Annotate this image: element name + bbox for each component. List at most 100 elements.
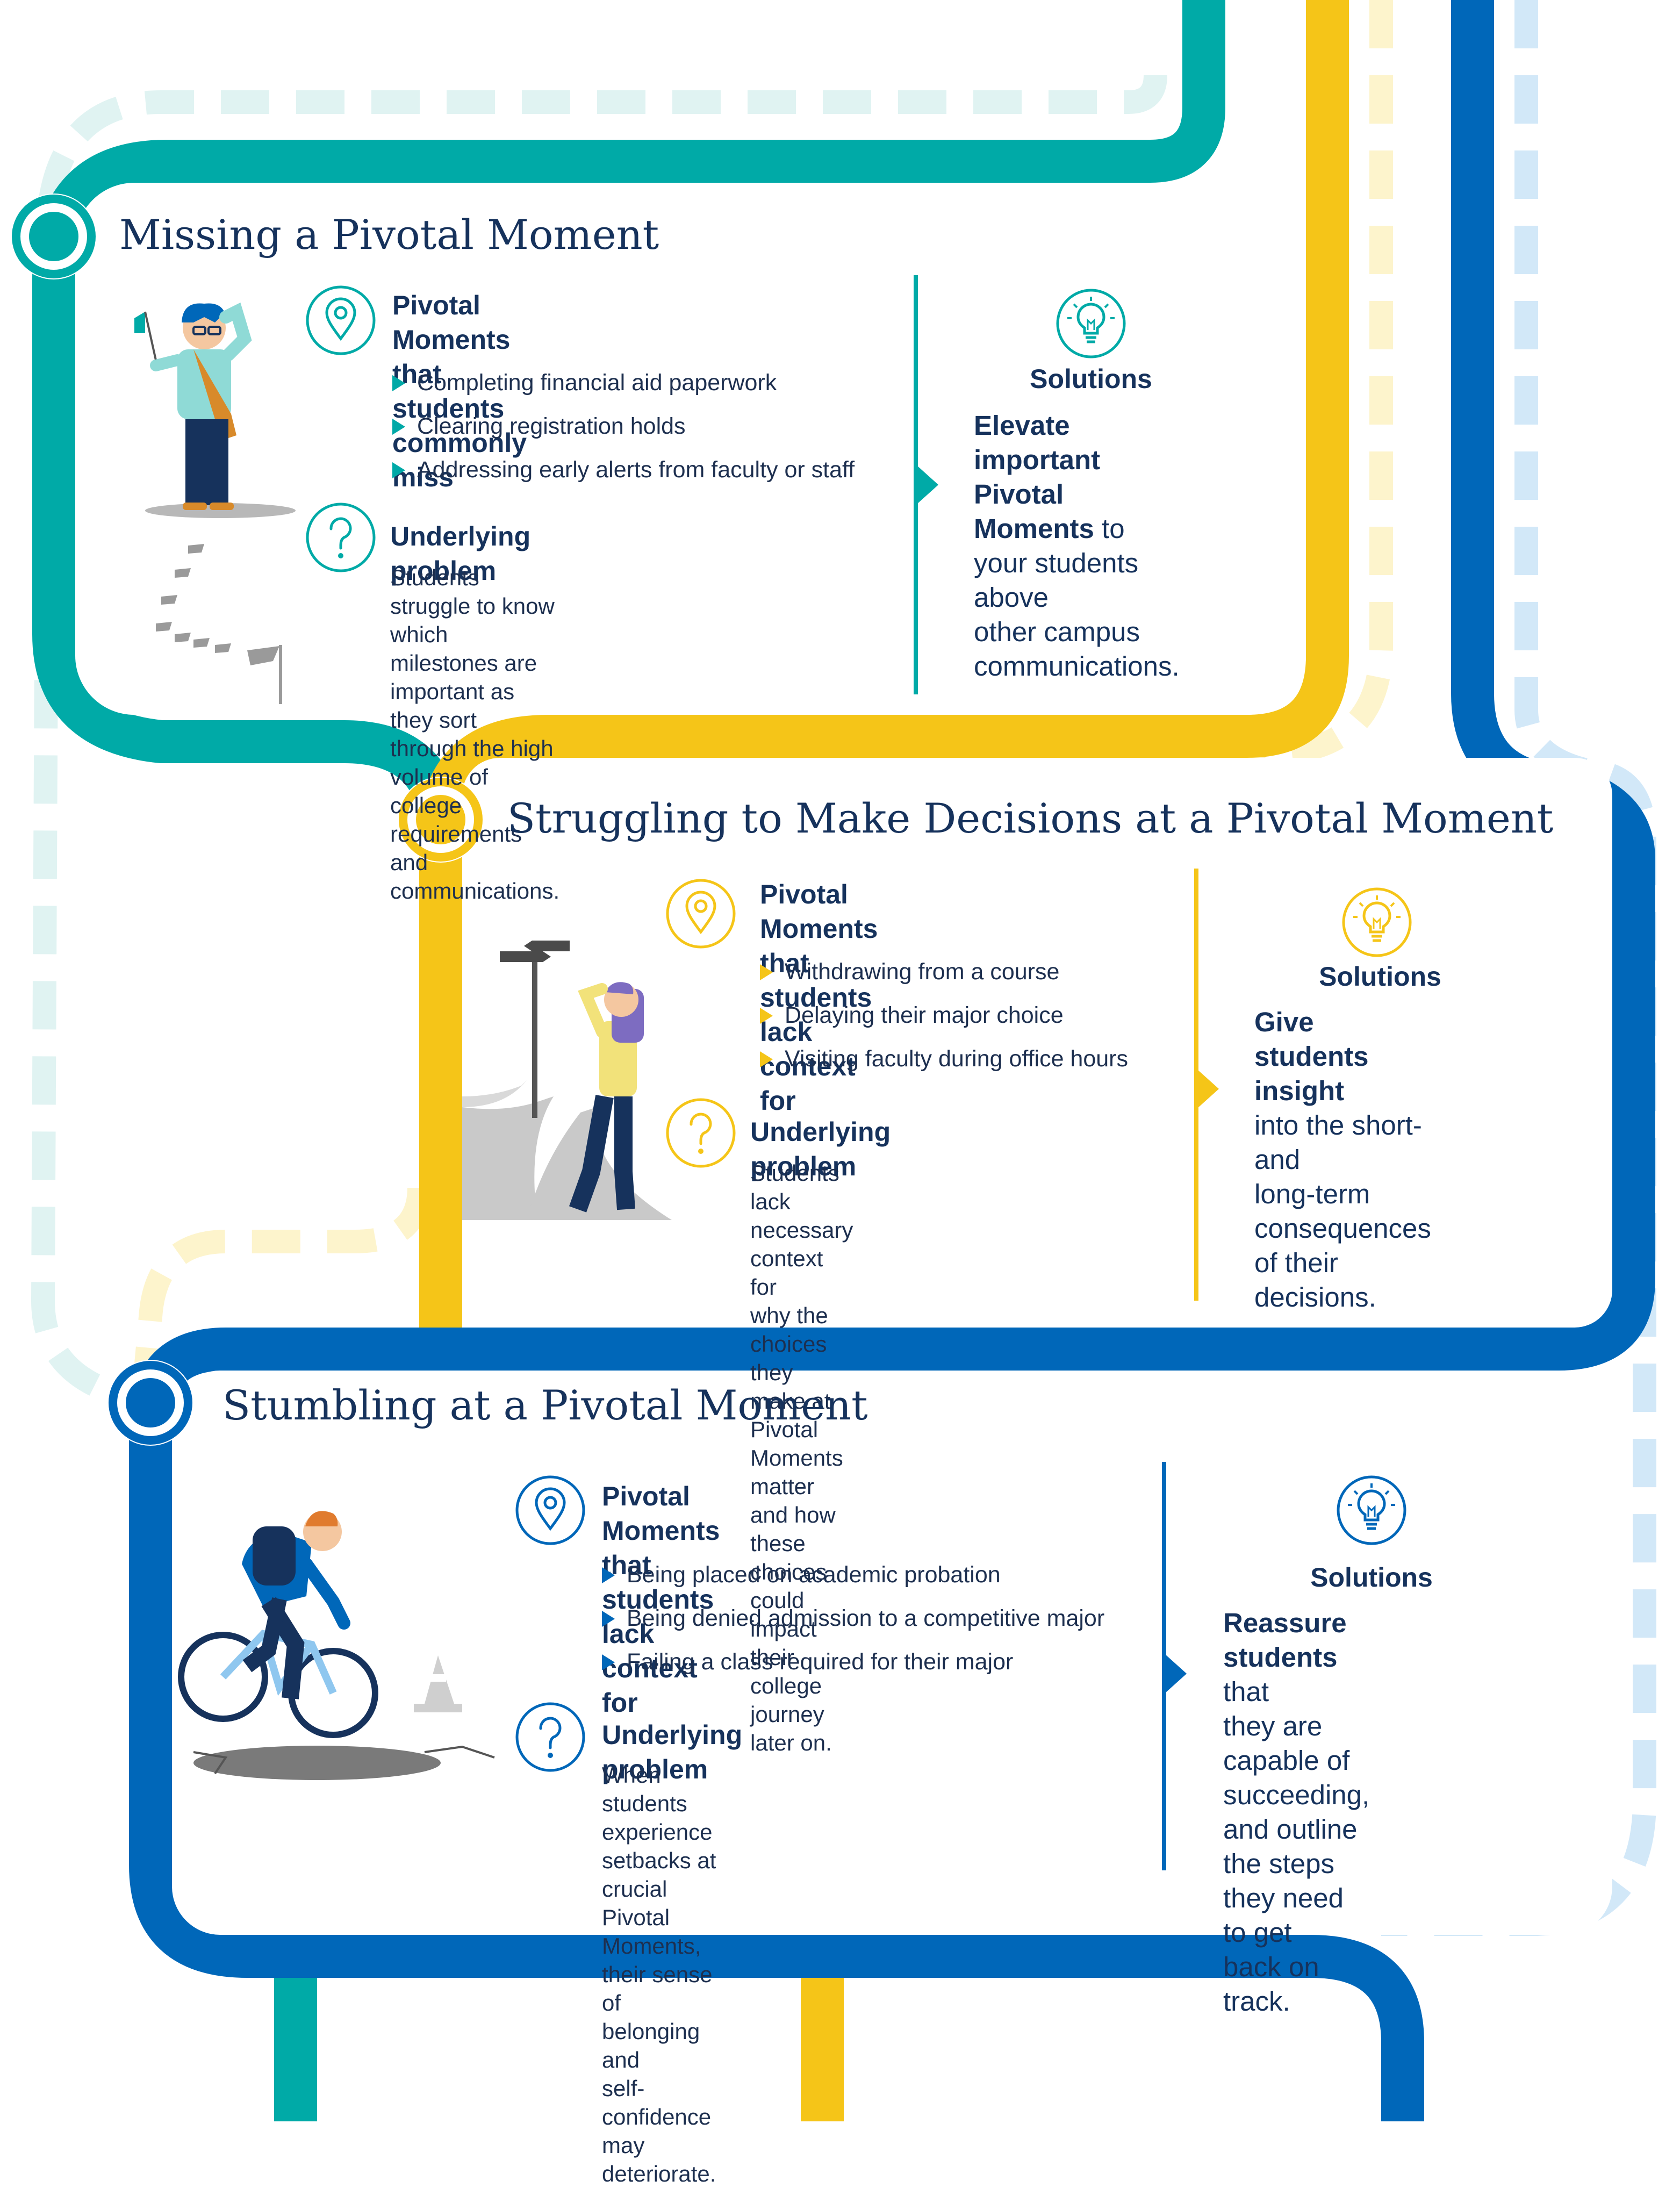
list-item: Addressing early alerts from faculty or …: [392, 456, 855, 499]
solution-line: they are capable of: [1223, 1711, 1350, 1776]
list-item-text: Addressing early alerts from faculty or …: [417, 457, 855, 483]
section-2-title: Struggling to Make Decisions at a Pivota…: [507, 794, 1554, 842]
solution-line: into the short- and: [1254, 1110, 1422, 1175]
section-3-problem-text: When students experience setbacks at cru…: [602, 1761, 716, 2188]
section-1-solution-text: Elevate important Pivotal Moments to you…: [974, 408, 1180, 684]
solution-line: long-term consequences: [1254, 1179, 1431, 1244]
station-blue: [107, 1360, 193, 1446]
list-item: Being placed on academic probation: [602, 1561, 1104, 1604]
map-pin-icon: [666, 879, 736, 949]
solution-line: of their decisions.: [1254, 1247, 1376, 1312]
solution-bold-text: Give students insight: [1254, 1007, 1369, 1106]
student-at-crossroads-illustration: [462, 941, 672, 1220]
section-1-moments-heading-line2: students commonly miss: [392, 393, 527, 492]
section-1-problem-text: Students struggle to know which mileston…: [390, 563, 559, 905]
section-3-moments-list: Being placed on academic probation Being…: [602, 1561, 1104, 1691]
problem-line: Pivotal Moments, their sense of belongin…: [602, 1905, 713, 2072]
problem-line: self-confidence may deteriorate.: [602, 2076, 716, 2186]
section-2-problem-text: Students lack necessary context for why …: [750, 1159, 853, 1757]
lightbulb-icon: [1056, 289, 1126, 358]
section-1-moments-list: Completing financial aid paperwork Clear…: [392, 369, 855, 499]
section-3-divider: [1162, 1462, 1166, 1870]
list-item: Clearing registration holds: [392, 412, 855, 456]
solution-line: other campus: [974, 616, 1140, 647]
map-pin-icon: [306, 285, 376, 355]
solution-line: communications.: [974, 651, 1180, 681]
list-item: Withdrawing from a course: [760, 958, 1128, 1001]
list-item: Completing financial aid paperwork: [392, 369, 855, 412]
triangle-bullet-icon: [392, 375, 405, 391]
problem-line: through the high volume of college: [390, 736, 554, 818]
triangle-bullet-icon: [760, 1008, 773, 1024]
list-item-text: Visiting faculty during office hours: [785, 1046, 1128, 1072]
list-item-text: Delaying their major choice: [785, 1002, 1064, 1028]
solution-line: back on track.: [1223, 1952, 1319, 2017]
solution-text: that: [1223, 1676, 1269, 1707]
section-2-solutions-heading: Solutions: [1319, 962, 1441, 992]
problem-line: When students experience setbacks at cru…: [602, 1762, 716, 1902]
list-item: Visiting faculty during office hours: [760, 1045, 1128, 1088]
panel-2-background: [462, 758, 1612, 1328]
list-item-text: Completing financial aid paperwork: [417, 370, 777, 396]
solution-bold-text: Pivotal Moments: [974, 479, 1094, 544]
panel-3-background: [172, 1371, 1612, 1935]
station-yellow: [398, 777, 484, 863]
list-item-text: Being placed on academic probation: [627, 1562, 1001, 1588]
section-1-divider: [914, 275, 918, 694]
list-item-text: Withdrawing from a course: [785, 959, 1060, 985]
section-1-divider-arrow-icon: [917, 465, 938, 504]
section-2-solution-text: Give students insight into the short- an…: [1254, 1005, 1431, 1315]
section-1-title: Missing a Pivotal Moment: [119, 211, 659, 259]
faded-yellow-dashed-line: [1248, 0, 1393, 775]
section-2-moments-list: Withdrawing from a course Delaying their…: [760, 958, 1128, 1088]
problem-line: Moments matter and how these: [750, 1445, 843, 1556]
faded-yellow-dashed-line-lower: [133, 1187, 431, 1377]
problem-line: journey later on.: [750, 1702, 832, 1755]
section-2-moments-heading-line2: students lack context for: [760, 982, 872, 1116]
triangle-bullet-icon: [392, 419, 405, 435]
lightbulb-icon: [1337, 1475, 1406, 1545]
triangle-bullet-icon: [392, 462, 405, 478]
triangle-bullet-icon: [760, 1051, 773, 1067]
triangle-bullet-icon: [602, 1654, 615, 1670]
list-item-text: Failing a class required for their major: [627, 1649, 1014, 1675]
list-item: Delaying their major choice: [760, 1001, 1128, 1045]
section-2-divider-arrow-icon: [1197, 1070, 1219, 1108]
section-3-moments-heading-line1: Pivotal Moments that: [602, 1481, 720, 1580]
section-3-moments-heading-line2: students lack context for: [602, 1584, 714, 1718]
problem-line: requirements and communications.: [390, 821, 560, 903]
faded-teal-dashed-line: [31, 74, 1167, 1420]
problem-line: Students lack necessary context for: [750, 1160, 853, 1300]
section-3-solution-text: Reassure students that they are capable …: [1223, 1606, 1369, 2019]
section-3-moments-heading: Pivotal Moments that students lack conte…: [602, 1479, 720, 1720]
triangle-bullet-icon: [602, 1611, 615, 1627]
list-item-text: Being denied admission to a competitive …: [627, 1605, 1105, 1631]
list-item: Failing a class required for their major: [602, 1648, 1104, 1691]
question-mark-icon: [666, 1098, 736, 1168]
problem-line: Students struggle to know which: [390, 565, 555, 647]
metro-track-lines: [11, 0, 1656, 2121]
section-1-problem-heading: Underlying problem: [390, 521, 531, 586]
lightbulb-icon: [1342, 887, 1412, 957]
section-3-problem-heading: Underlying problem: [602, 1720, 743, 1784]
student-on-bicycle-illustration: [178, 1511, 495, 1780]
solution-bold-text: Elevate important: [974, 410, 1101, 475]
triangle-bullet-icon: [602, 1567, 615, 1583]
solution-bold-text: Reassure students: [1223, 1608, 1347, 1673]
section-1-moments-heading: Pivotal Moments that students commonly m…: [392, 288, 527, 494]
student-with-flag-illustration: [134, 302, 296, 704]
question-mark-icon: [306, 503, 376, 572]
solution-line: succeeding, and outline: [1223, 1780, 1370, 1845]
station-teal: [11, 193, 97, 279]
triangle-bullet-icon: [760, 964, 773, 980]
section-2-problem-heading: Underlying problem: [750, 1117, 891, 1181]
problem-line: why the choices they make at Pivotal: [750, 1303, 831, 1442]
solution-line: the steps they need to get: [1223, 1848, 1344, 1948]
problem-line: milestones are important as they sort: [390, 650, 537, 733]
problem-line: choices could impact their college: [750, 1559, 827, 1698]
section-3-divider-arrow-icon: [1165, 1654, 1187, 1693]
section-2-moments-heading-line1: Pivotal Moments that: [760, 879, 878, 978]
map-pin-icon: [515, 1475, 585, 1545]
section-3-solutions-heading: Solutions: [1310, 1562, 1433, 1592]
list-item-text: Clearing registration holds: [417, 413, 686, 439]
